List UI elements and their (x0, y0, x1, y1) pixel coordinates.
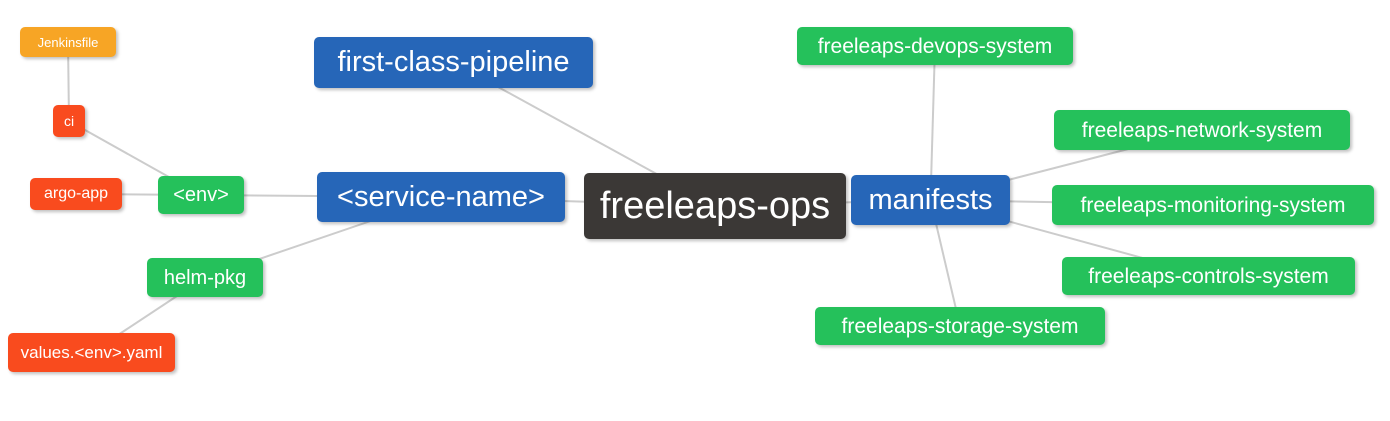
node-env[interactable]: <env> (158, 176, 244, 214)
node-label: argo-app (43, 185, 109, 202)
node-devops-system[interactable]: freeleaps-devops-system (797, 27, 1073, 65)
node-label: first-class-pipeline (337, 46, 570, 78)
node-jenkinsfile[interactable]: Jenkinsfile (20, 27, 116, 57)
node-monitoring-system[interactable]: freeleaps-monitoring-system (1052, 185, 1374, 225)
node-helm-pkg[interactable]: helm-pkg (147, 258, 263, 297)
node-label: freeleaps-network-system (1081, 118, 1323, 142)
node-label: <env> (173, 184, 229, 206)
node-argo-app[interactable]: argo-app (30, 178, 122, 210)
node-label: freeleaps-controls-system (1088, 264, 1329, 288)
node-controls-system[interactable]: freeleaps-controls-system (1062, 257, 1355, 295)
node-label: Jenkinsfile (37, 34, 99, 50)
node-network-system[interactable]: freeleaps-network-system (1054, 110, 1350, 150)
node-label: ci (63, 113, 75, 129)
node-label: helm-pkg (163, 266, 247, 289)
node-label: manifests (868, 183, 993, 216)
node-service-name[interactable]: <service-name> (317, 172, 565, 222)
node-label: values.<env>.yaml (20, 343, 163, 362)
node-label: freeleaps-monitoring-system (1080, 193, 1346, 217)
node-manifests[interactable]: manifests (851, 175, 1010, 225)
node-label: freeleaps-storage-system (841, 314, 1079, 338)
edge-manifests-to-devops-system (929, 45, 936, 201)
node-label: <service-name> (337, 180, 545, 213)
node-freeleaps-ops[interactable]: freeleaps-ops (584, 173, 846, 239)
node-ci[interactable]: ci (53, 105, 85, 137)
node-label: freeleaps-ops (599, 185, 831, 227)
node-first-class-pipeline[interactable]: first-class-pipeline (314, 37, 593, 88)
node-label: freeleaps-devops-system (817, 34, 1053, 58)
node-storage-system[interactable]: freeleaps-storage-system (815, 307, 1105, 345)
node-values-env-yaml[interactable]: values.<env>.yaml (8, 333, 175, 372)
